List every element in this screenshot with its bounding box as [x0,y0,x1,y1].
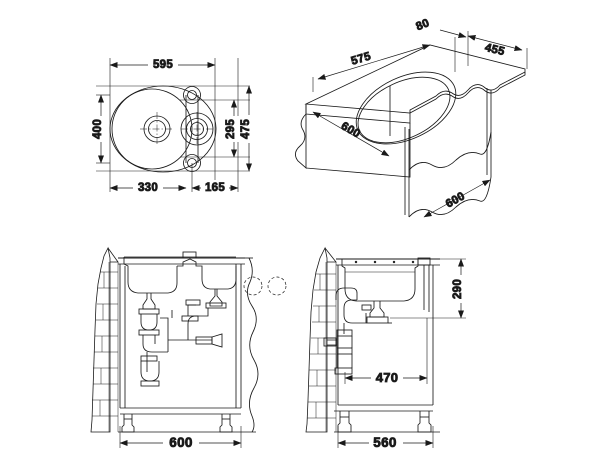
tap-pipe-side [423,265,430,312]
dimension-295-label: 295 [225,119,237,139]
plan-view: 595 400 295 475 330 165 [92,57,256,195]
dimension-iso-80: 80 [414,17,469,72]
trap-nut-6 [181,315,199,322]
wall-section-side [305,246,337,433]
dimension-400-label: 400 [92,119,104,139]
trap-nut-side-4 [334,367,353,375]
tap-hole-boss-bottom [183,154,201,172]
plumbing-side [323,287,392,375]
plumbing-front [138,289,227,387]
dimension-330: 330 [109,180,187,195]
side-elevation-view: 290 470 560 [305,246,469,451]
sink-outer-outline [109,85,217,173]
dimension-330-label: 330 [138,182,158,194]
pipe-end-cap [211,333,223,348]
trap-nut-3 [140,355,158,362]
worktop-dots-side [354,260,415,264]
trap-nut-5 [205,302,227,309]
dimension-iso-455-label: 455 [484,42,507,59]
break-line-front [247,257,259,433]
dimension-560-side: 560 [337,426,434,451]
dimension-165-label: 165 [205,182,225,194]
trap-nut-2 [138,329,160,336]
trap-nut-side-1 [366,316,389,324]
dimension-iso-80-label: 80 [414,17,431,33]
dimension-595-label: 595 [153,59,173,71]
dimension-475-label: 475 [240,119,252,139]
worktop-top-face [304,44,526,114]
trap-nut-1 [138,308,160,315]
wall-outlet-side [323,337,337,347]
trap-nut-side-5 [361,304,372,311]
worktop-front-lower [305,123,411,178]
wall-section-front [90,246,119,433]
dimension-165: 165 [191,180,239,195]
tap-hole-boss-top [183,86,201,104]
dimension-290-side: 290 [390,258,469,319]
tap-holes-hidden-front [243,276,287,296]
dimension-470-side-label: 470 [376,370,399,385]
worktop-edge-profile [409,72,526,114]
dimension-400: 400 [92,94,108,164]
tap-base-front [182,251,197,259]
trap-nut-4 [140,380,160,387]
trap-nut-side-3 [336,347,353,355]
right-bowl-front [177,258,237,290]
dimension-600-front: 600 [119,426,242,451]
dimension-595: 595 [109,57,216,72]
sink-left-bowl-outline [111,88,193,170]
left-drain-centermark [140,112,174,146]
dimension-475: 475 [240,85,256,172]
dimension-470-side: 470 [344,318,428,385]
dimension-iso-455: 455 [467,34,528,69]
dimension-290-side-label: 290 [452,279,464,299]
dimension-560-side-label: 560 [373,435,396,450]
tap-hole-top [187,90,197,100]
left-bowl-front [123,257,178,294]
dimension-295: 295 [225,99,241,158]
front-elevation-view: 600 [90,246,287,451]
worktop-left-wave [295,104,307,169]
cabinet-mid-wave [408,131,492,171]
brick-hatch-front [92,262,119,432]
trap-nut-7 [185,299,201,306]
tap-hole-bottom [187,158,197,168]
trap-nut-side-2 [336,329,353,337]
dimension-600-front-label: 600 [169,435,192,450]
